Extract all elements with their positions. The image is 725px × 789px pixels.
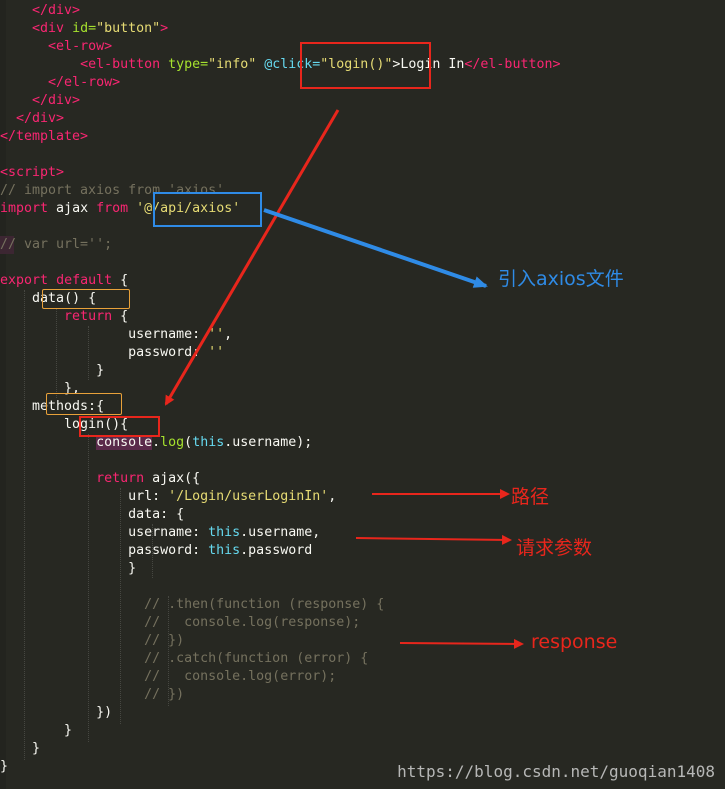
code-line-2: <div id="button"> <box>32 21 169 36</box>
code-line-10: <script> <box>0 165 65 180</box>
params-note: 请求参数 <box>516 537 593 559</box>
code-line-29: data: { <box>0 507 185 522</box>
indent-guide <box>152 524 153 578</box>
arrow-to-login <box>164 109 340 406</box>
axios-note: 引入axios文件 <box>498 268 624 290</box>
code-line-24: login(){ <box>64 417 129 432</box>
code-line-14: // var url=''; <box>0 237 113 252</box>
code-line-19: username: '', <box>0 327 233 342</box>
code-line-7: </div> <box>16 111 65 126</box>
code-line-21: } <box>0 363 105 378</box>
code-line-38: // console.log(error); <box>0 669 337 684</box>
code-line-18: return { <box>64 309 129 324</box>
code-line-6: </div> <box>32 93 81 108</box>
arrow-to-axios-note <box>263 208 488 288</box>
response-note: response <box>531 631 618 653</box>
indent-guide <box>168 596 169 706</box>
code-line-16: export default { <box>0 273 129 288</box>
code-line-34: // .then(function (response) { <box>0 597 385 612</box>
arrow-to-response-note <box>399 638 524 649</box>
error-marker <box>0 236 14 254</box>
code-line-39: // }) <box>0 687 185 702</box>
indent-guide <box>88 326 89 380</box>
indent-guide <box>24 290 25 760</box>
indent-guide <box>120 488 121 724</box>
code-line-40: }) <box>0 705 113 720</box>
code-line-27: return ajax({ <box>96 471 201 486</box>
code-line-12: import ajax from '@/api/axios' <box>0 201 241 216</box>
code-line-36: // }) <box>0 633 185 648</box>
code-line-17: data() { <box>32 291 97 306</box>
path-note: 路径 <box>511 486 550 508</box>
code-line-30: username: this.username, <box>0 525 321 540</box>
code-line-3: <el-row> <box>48 39 113 54</box>
code-line-4: <el-button type="info" @click="login()">… <box>80 57 561 72</box>
code-line-1: </div> <box>32 3 81 18</box>
indent-guide <box>56 308 57 398</box>
code-line-32: } <box>0 561 137 576</box>
code-line-23: methods:{ <box>0 399 105 414</box>
code-line-8: </template> <box>0 129 89 144</box>
indent-guide <box>88 434 89 742</box>
code-line-43: } <box>0 759 9 774</box>
code-line-11: // import axios from 'axios' <box>0 183 225 198</box>
code-line-28: url: '/Login/userLoginIn', <box>0 489 337 504</box>
editor-gutter <box>0 0 14 789</box>
code-line-41: } <box>0 723 73 738</box>
code-line-35: // console.log(response); <box>0 615 361 630</box>
code-line-20: password: '' <box>0 345 225 360</box>
code-line-42: } <box>0 741 41 756</box>
code-line-5: </el-row> <box>48 75 121 90</box>
code-line-22: }, <box>0 381 81 396</box>
arrow-to-params-note <box>355 534 512 545</box>
code-line-31: password: this.password <box>0 543 313 558</box>
watermark: https://blog.csdn.net/guoqian1408 <box>397 762 715 781</box>
code-line-37: // .catch(function (error) { <box>0 651 369 666</box>
code-line-25: console.log(this.username); <box>96 435 313 450</box>
